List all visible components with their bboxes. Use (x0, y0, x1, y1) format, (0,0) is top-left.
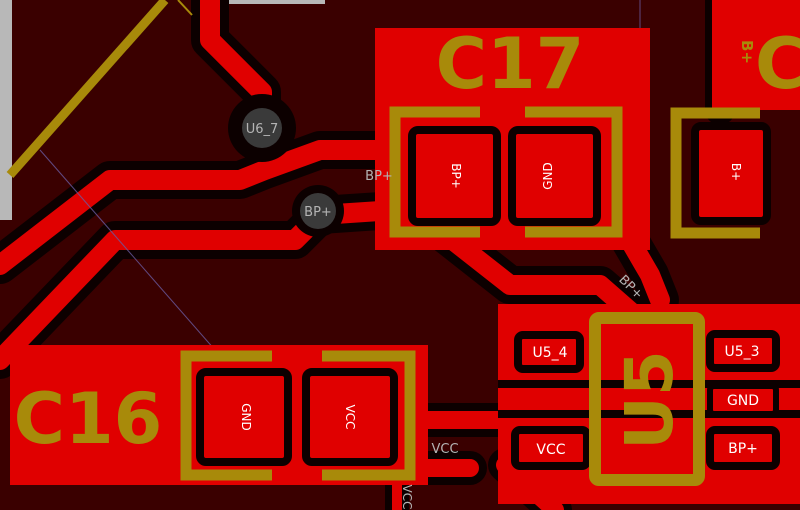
left-panel-edge (0, 0, 12, 220)
c6-side-net-label: B+ (738, 40, 756, 64)
via-bp[interactable]: BP+ (292, 185, 344, 237)
c6-pad-net: B+ (729, 163, 743, 181)
c16-pad-1[interactable] (196, 368, 292, 466)
silk-outline-tick (177, 0, 193, 16)
u5-pin-3[interactable] (706, 330, 780, 372)
via-pad (242, 108, 282, 148)
c17-designator: C17 (436, 23, 585, 105)
c6-silkscreen-outline (670, 107, 760, 239)
c17-pad-2[interactable] (508, 126, 601, 226)
top-panel-edge (215, 0, 325, 4)
component-c6-partial[interactable]: C6 B+ B+ (670, 0, 800, 239)
u5-pin-bp[interactable] (706, 426, 780, 470)
c6-pad[interactable] (691, 122, 771, 225)
via-u6-7-label: U6_7 (246, 122, 279, 137)
c6-designator: C6 (755, 23, 800, 105)
u5-pin-4-label: U5_4 (532, 345, 567, 361)
c6-copper-region (712, 0, 800, 110)
component-c17[interactable]: C17 BP+ GND (375, 23, 650, 250)
trace-label-vcc-bottom: VCC (431, 442, 458, 457)
c16-silkscreen-outline (180, 350, 416, 481)
via-bp-label: BP+ (304, 205, 332, 220)
c16-pad-1-net: GND (239, 403, 253, 431)
c17-pad-1-net: BP+ (449, 163, 463, 189)
u5-pin-4[interactable] (514, 331, 584, 373)
trace-label-vcc-vertical: VCC (400, 485, 414, 510)
u5-pin-bp-label: BP+ (728, 441, 758, 457)
component-c16[interactable]: C16 GND VCC (10, 345, 428, 485)
c17-pad-2-net: GND (541, 162, 555, 190)
u5-pin-vcc[interactable] (511, 426, 591, 470)
component-u5[interactable]: U5 U5_4 VCC U5_3 GND BP+ (498, 304, 800, 504)
u5-pin-3-label: U5_3 (724, 344, 759, 360)
c17-pad-1[interactable] (408, 126, 501, 226)
u5-pin-gnd[interactable] (707, 383, 779, 417)
c16-pad-2-net: VCC (343, 405, 357, 430)
c16-designator: C16 (14, 378, 163, 460)
silk-outline-upper-left (6, 0, 169, 178)
via-pad (300, 193, 336, 229)
via-u6-7[interactable]: U6_7 (228, 94, 296, 162)
u5-pin-vcc-label: VCC (536, 442, 565, 458)
c16-pad-2[interactable] (302, 368, 398, 466)
u5-body-silkscreen (589, 312, 705, 486)
u5-pin-gnd-label: GND (727, 393, 759, 409)
trace-label-bp-c17: BP+ (365, 169, 393, 184)
c17-silkscreen-outline (389, 106, 623, 238)
u5-designator: U5 (611, 350, 688, 450)
